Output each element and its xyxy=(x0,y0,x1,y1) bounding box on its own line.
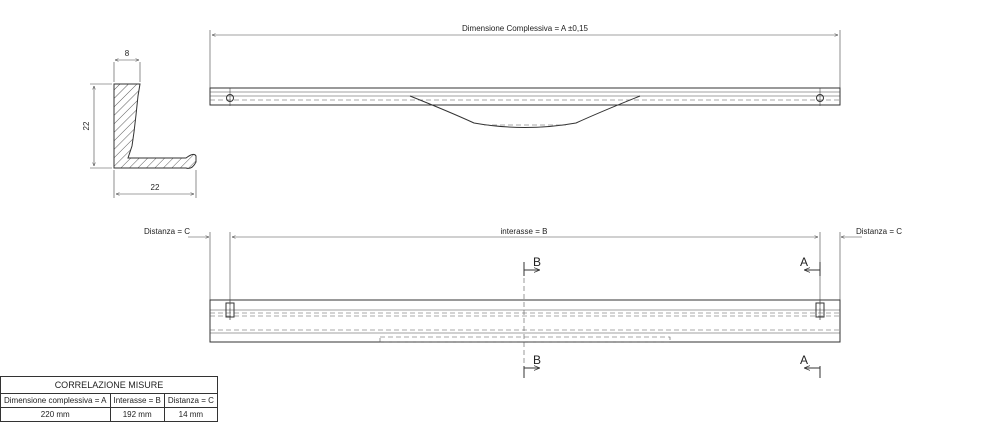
section-a-top-label: A xyxy=(800,255,808,269)
distance-left-label: Distanza = C xyxy=(144,227,190,236)
table-title: CORRELAZIONE MISURE xyxy=(0,376,218,394)
table-value-c: 14 mm xyxy=(163,407,218,422)
profile-height-label: 22 xyxy=(82,121,91,130)
section-b-bottom-label: B xyxy=(533,353,541,367)
table-header-b: Interasse = B xyxy=(109,393,165,408)
table-header-a: Dimensione complessiva = A xyxy=(0,393,111,408)
front-view: Distanza = C interasse = B Distanza = C xyxy=(144,227,902,378)
table-value-b: 192 mm xyxy=(109,407,165,422)
profile-section: 8 22 22 xyxy=(82,49,197,198)
section-b-top-label: B xyxy=(533,255,541,269)
overall-dimension-label: Dimensione Complessiva = A ±0,15 xyxy=(462,24,589,33)
profile-depth-label: 22 xyxy=(151,183,160,192)
right-screw-socket xyxy=(815,300,825,320)
measurement-table: CORRELAZIONE MISURE Dimensione complessi… xyxy=(0,376,218,422)
interaxis-label: interasse = B xyxy=(501,227,548,236)
table-header-c: Distanza = C xyxy=(163,393,218,408)
profile-shape xyxy=(113,83,197,169)
top-view: Dimensione Complessiva = A ±0,15 xyxy=(209,24,841,128)
section-a-bottom-label: A xyxy=(800,353,808,367)
left-screw-socket xyxy=(225,300,235,320)
left-hole xyxy=(226,88,234,106)
distance-right-label: Distanza = C xyxy=(856,227,902,236)
right-hole xyxy=(816,88,824,106)
table-value-a: 220 mm xyxy=(0,407,111,422)
profile-width-label: 8 xyxy=(125,49,130,58)
